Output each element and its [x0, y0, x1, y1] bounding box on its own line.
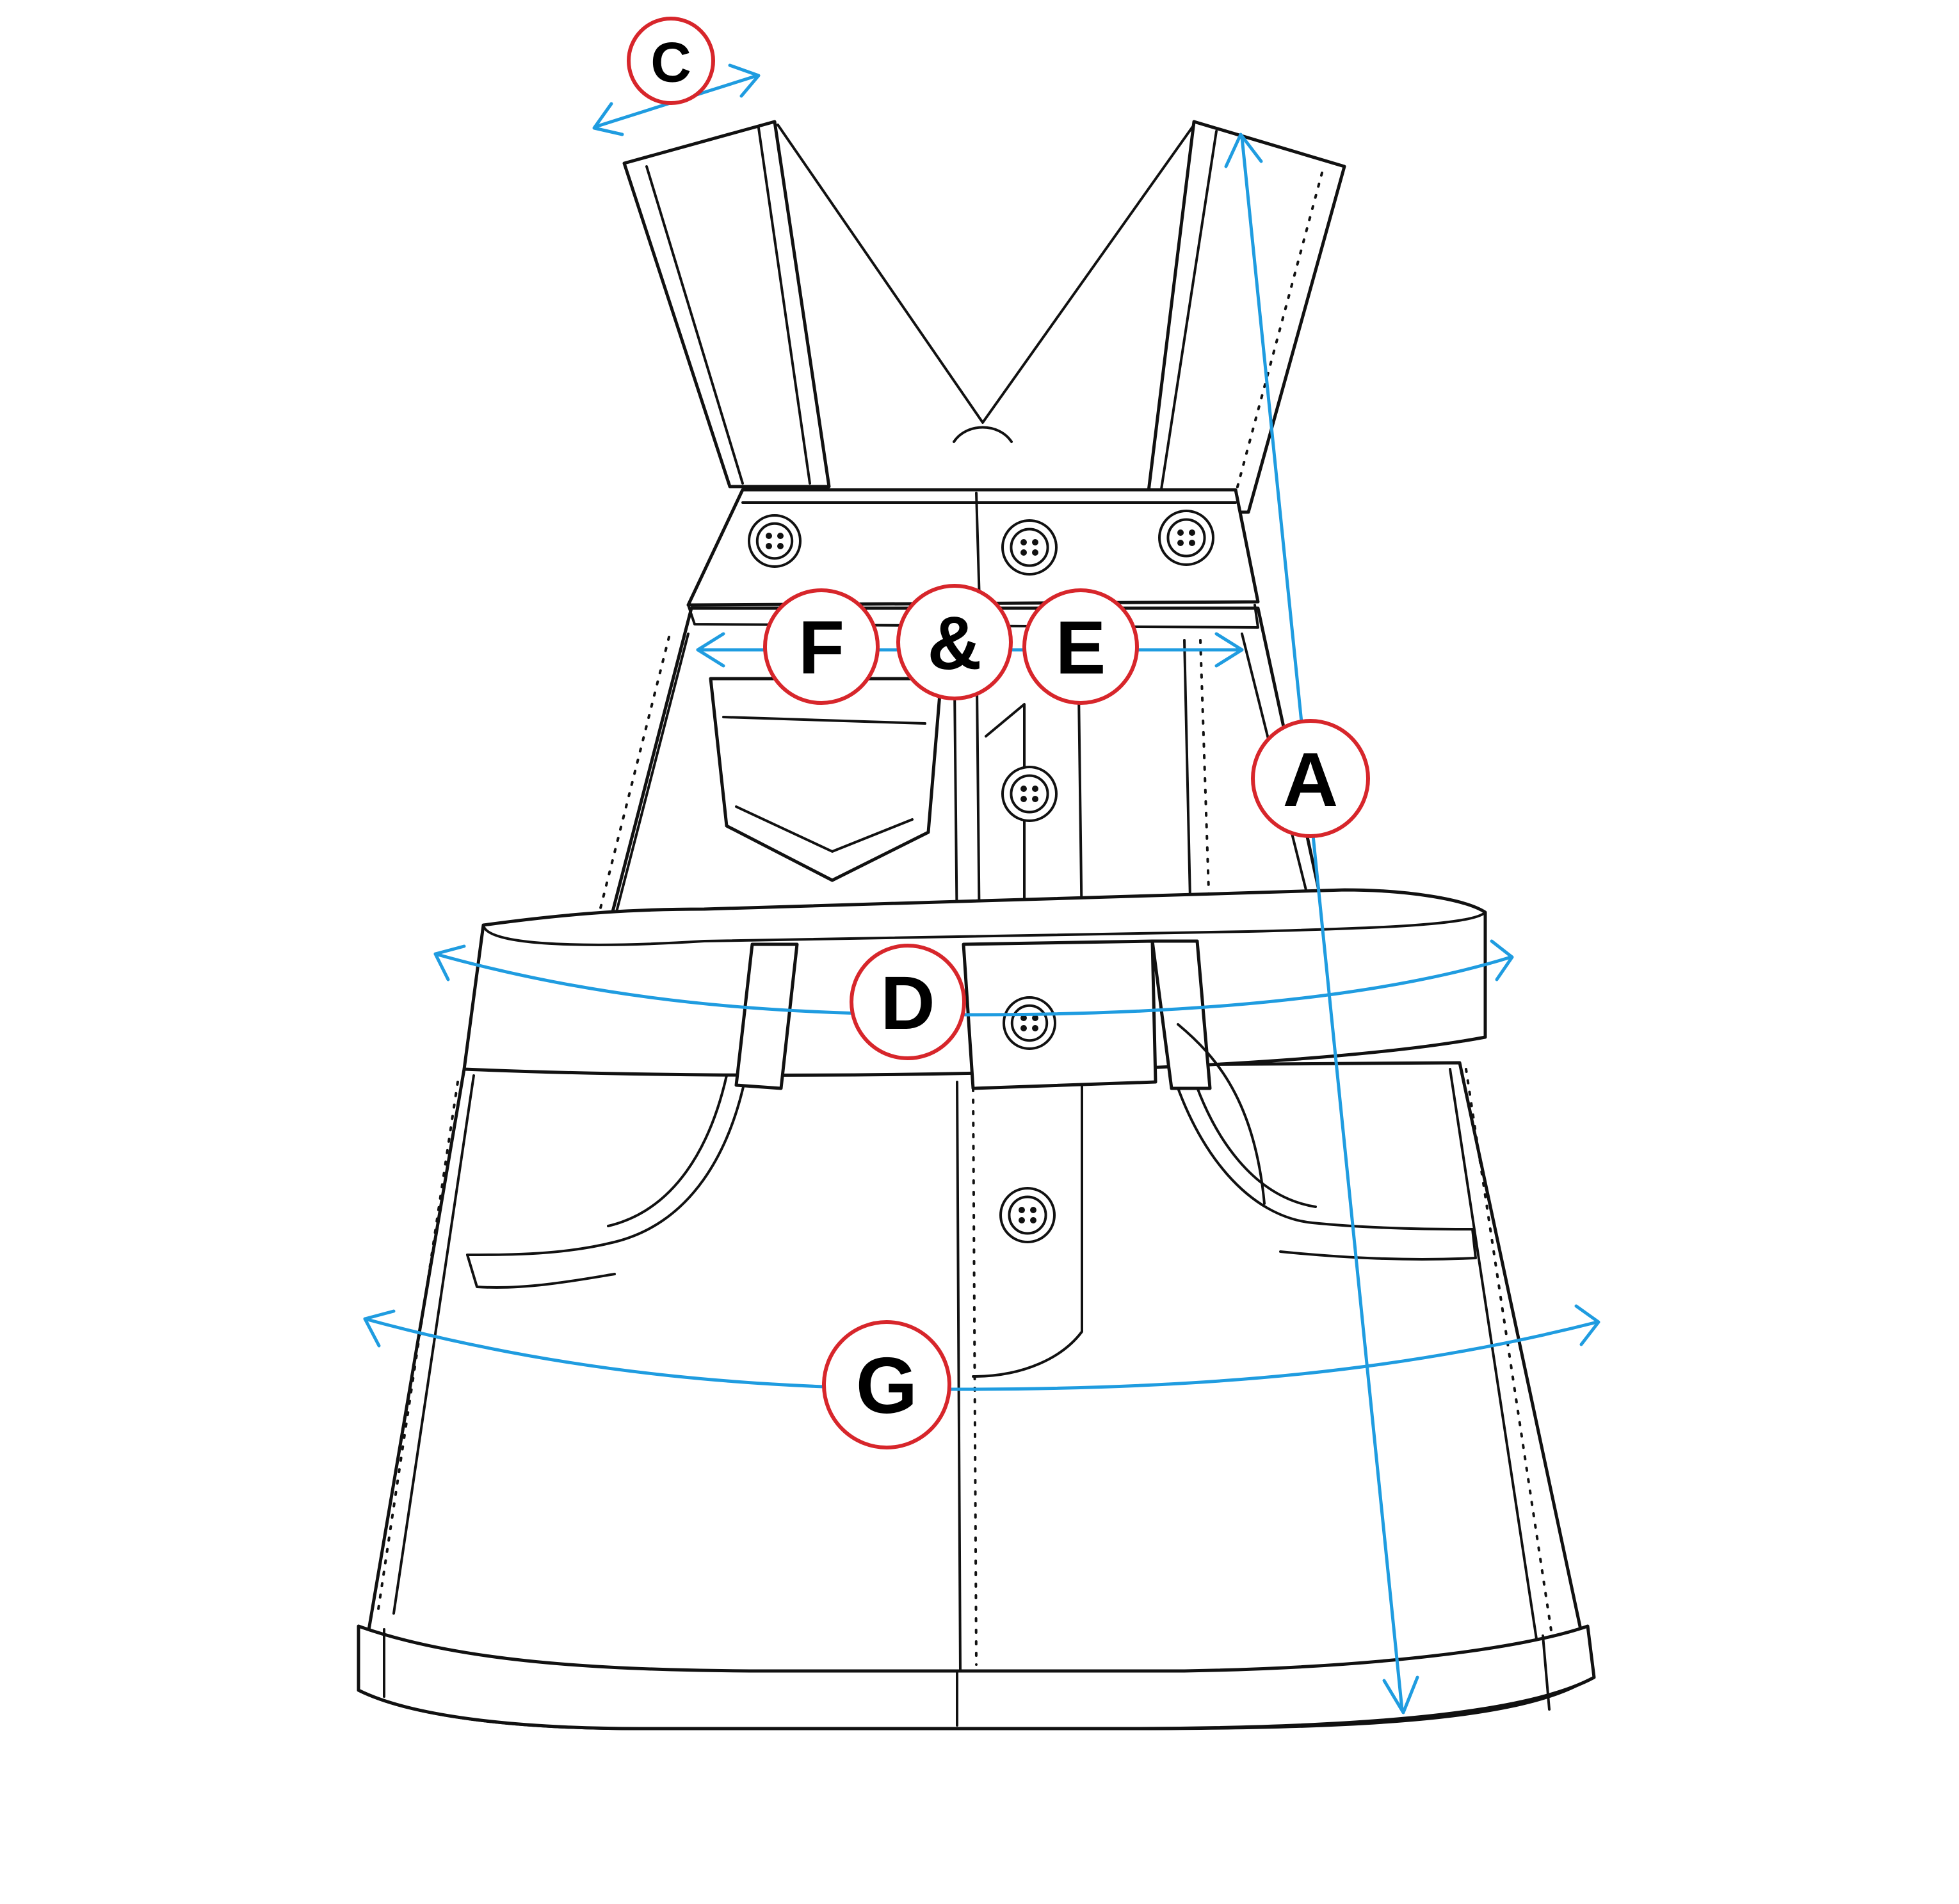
button-bib-center	[1001, 519, 1058, 576]
measure-g-arrow-left	[363, 1309, 396, 1348]
measure-g-line	[363, 1317, 1599, 1391]
buttons	[748, 510, 1214, 1243]
right-strap	[1144, 120, 1346, 514]
neckline	[777, 124, 1195, 424]
button-fly	[999, 1187, 1056, 1243]
measure-fe-arrow-right	[1214, 632, 1244, 668]
waistband	[462, 888, 1487, 1205]
badge-g-label: G	[856, 1342, 917, 1430]
badge-f-label: F	[798, 606, 844, 690]
measure-d-arrow-right	[1490, 939, 1514, 981]
badge-a-label: A	[1283, 737, 1339, 823]
measure-c-arrow-right	[728, 63, 761, 98]
button-bib-right	[1158, 510, 1214, 566]
badge-d: D	[850, 944, 966, 1060]
badge-f: F	[763, 588, 880, 705]
button-waistband	[1003, 996, 1056, 1050]
left-strap	[622, 120, 831, 488]
bib-pocket	[709, 677, 943, 882]
measure-c-arrow-left	[592, 102, 624, 136]
measurement-lines	[363, 63, 1600, 1714]
badge-a: A	[1251, 719, 1370, 838]
badge-g: G	[822, 1320, 951, 1449]
badge-amp: &	[896, 584, 1013, 700]
measure-d-arrow-left	[433, 944, 466, 981]
measure-a-arrow-bottom	[1382, 1675, 1419, 1714]
badge-d-label: D	[880, 961, 935, 1045]
measure-d-line	[433, 952, 1513, 1017]
bib-band	[686, 488, 1260, 629]
button-bib-left	[748, 514, 802, 568]
measure-a-line	[1240, 136, 1404, 1711]
badge-e: E	[1022, 588, 1139, 705]
badge-c-label: C	[650, 31, 691, 94]
badge-amp-label: &	[927, 601, 981, 686]
measure-a-arrow-top	[1224, 133, 1263, 168]
badge-e-label: E	[1056, 606, 1106, 690]
badge-c: C	[627, 17, 715, 105]
measure-fe-arrow-left	[696, 632, 725, 668]
button-placket	[1001, 766, 1058, 822]
skirt	[357, 1061, 1596, 1731]
measure-g-arrow-right	[1574, 1304, 1600, 1346]
